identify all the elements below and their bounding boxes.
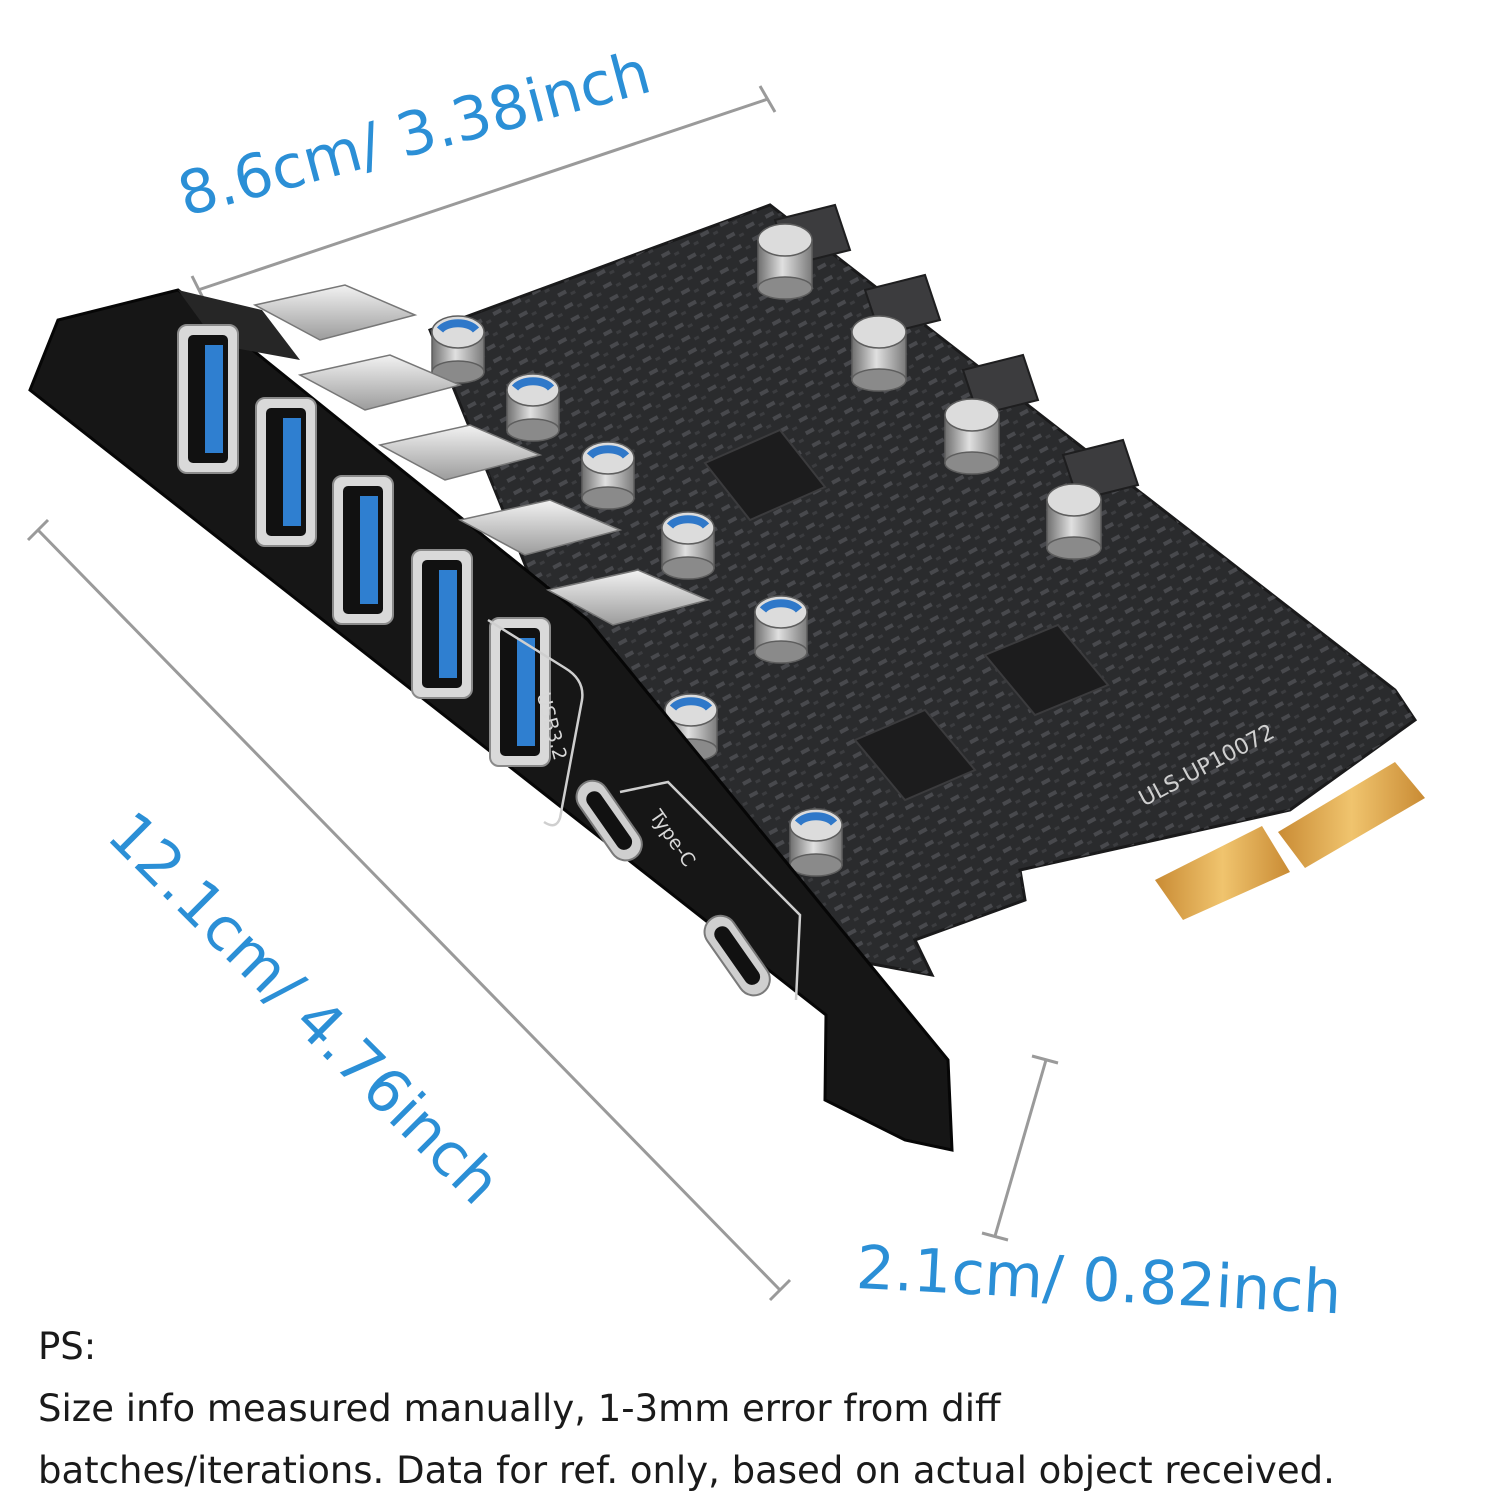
capacitors <box>431 223 1102 877</box>
capacitor-7 <box>789 808 843 877</box>
capacitor-9 <box>851 315 907 392</box>
note-line-1: Size info measured manually, 1-3mm error… <box>38 1387 1001 1430</box>
usb-shell-5 <box>545 569 711 626</box>
note-line-2: batches/iterations. Data for ref. only, … <box>38 1449 1335 1492</box>
controller-chip-top <box>703 428 827 522</box>
bracket-tab-notch <box>40 430 110 510</box>
capacitor-4 <box>661 511 715 580</box>
type-c-port-1 <box>575 779 643 862</box>
height-guide-line <box>993 1059 1048 1237</box>
type-c-port-2 <box>703 914 771 997</box>
usb-label-outline <box>487 618 584 827</box>
capacitor-1 <box>431 315 485 384</box>
capacitor-8 <box>757 223 813 300</box>
usb-a-port-4 <box>411 549 473 699</box>
type-c-ports <box>575 779 771 997</box>
controller-chip-bottom <box>853 708 977 802</box>
pcie-gold-fingers-short <box>1155 826 1290 920</box>
capacitor-10 <box>944 398 1000 475</box>
note-heading: PS: <box>38 1325 97 1368</box>
height-guide-cap-top <box>1031 1054 1059 1065</box>
capacitor-5 <box>754 595 808 664</box>
pcie-gold-fingers-long <box>1278 762 1425 868</box>
height-guide-cap-bottom <box>981 1231 1009 1242</box>
typec-label-outline <box>619 780 802 1001</box>
capacitor-3 <box>581 441 635 510</box>
dimension-guides <box>26 85 1059 1302</box>
length-guide-cap-bottom <box>768 1278 792 1302</box>
usb-a-port-1 <box>177 324 239 474</box>
capacitor-2 <box>506 373 560 442</box>
mounting-bracket <box>28 284 954 1152</box>
usb-a-port-5 <box>489 617 551 767</box>
controller-chip-middle <box>983 623 1110 717</box>
usb-a-port-3 <box>332 475 394 625</box>
usb-shell-2 <box>297 354 463 411</box>
usb-shell-1 <box>252 284 418 341</box>
usb-shell-3 <box>377 424 543 481</box>
capacitor-11 <box>1046 483 1102 560</box>
usb-a-ports <box>177 324 551 767</box>
length-guide-cap-top <box>26 518 50 542</box>
measurement-note: PS: Size info measured manually, 1-3mm e… <box>38 1316 1478 1502</box>
usb-shell-4 <box>457 499 623 556</box>
bracket-top-flange <box>178 290 300 360</box>
usb-a-port-2 <box>255 397 317 547</box>
width-guide-cap-right <box>758 85 777 113</box>
width-guide-line <box>197 97 769 292</box>
length-guide-line <box>36 528 782 1292</box>
usb-a-shells <box>252 284 711 626</box>
